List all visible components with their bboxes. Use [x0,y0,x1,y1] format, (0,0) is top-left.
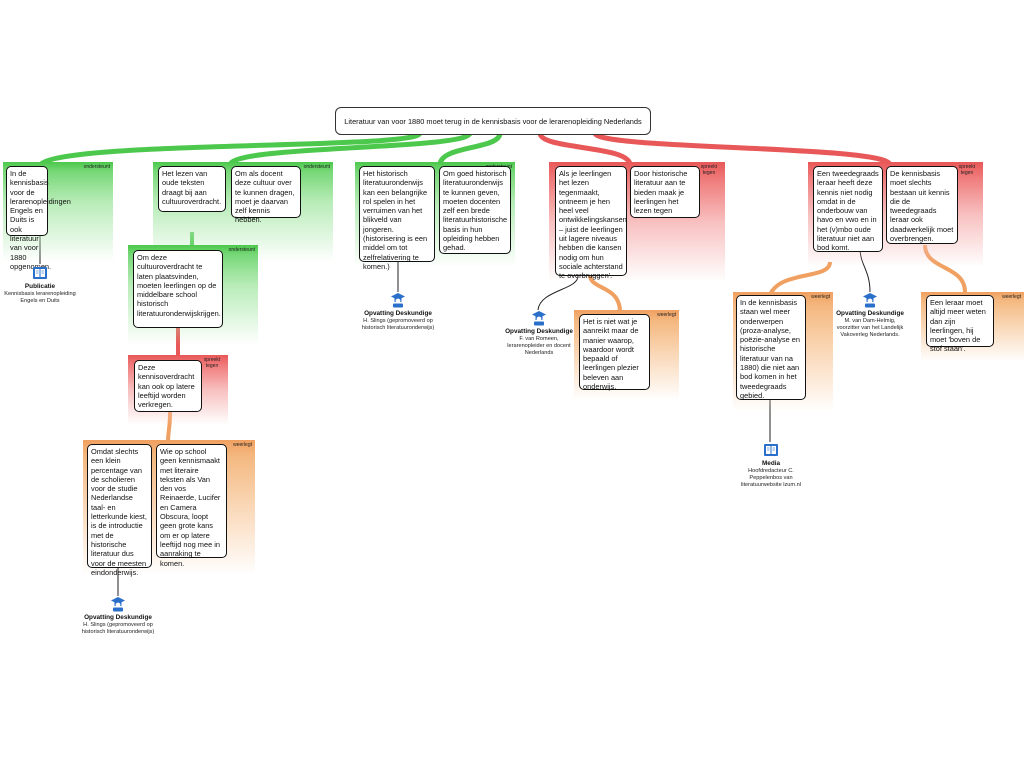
tag-rebut: weerlegt [1002,294,1021,300]
graduate-icon [111,597,125,612]
book-icon [33,267,47,279]
attachment-source: H. Slings (gepromoveerd op historisch li… [81,622,155,635]
connector-root-group3 [437,132,503,166]
tag-oppose: spreekt tegen [203,357,221,369]
tag-support: ondersteunt [228,247,255,253]
node-n1[interactable]: In de kennisbasis voor de lerarenopleidi… [6,166,71,271]
attachment-a3[interactable]: Opvatting Deskundige H. Slings (gepromov… [80,596,156,636]
attachment-source: Hoofdredacteur C. Peppelenbos van litera… [740,468,801,488]
attachment-source: Kennisbasis lerarenopleiding Engels en D… [4,291,76,304]
attachment-title: Opvatting Deskundige [364,310,432,317]
attachment-title: Publicatie [24,283,56,290]
tag-oppose: spreekt tegen [958,164,976,176]
attachment-a2[interactable]: Opvatting Deskundige H. Slings (gepromov… [360,292,436,332]
tag-rebut: weerlegt [657,312,676,318]
attachment-a4[interactable]: Opvatting Deskundige F. van Romeen, lera… [504,310,574,357]
attachment-source: F. van Romeen, lerarenopleider en docent… [507,336,571,356]
node-n11[interactable]: Door historische literatuur aan te biede… [630,166,700,218]
connector-root-group2 [227,130,473,167]
connector-root-group1 [38,130,423,168]
attachment-title: Media [761,460,781,467]
graduate-icon [532,311,546,326]
attachment-a5[interactable]: Opvatting Deskundige M. van Dam-Helmig, … [834,292,906,339]
root-claim-text: Literatuur van voor 1880 moet terug in d… [344,116,642,126]
node-n2[interactable]: Het lezen van oude teksten draagt bij aa… [158,166,226,212]
node-n6[interactable]: Omdat slechts een klein percentage van d… [87,444,152,577]
tag-rebut: weerlegt [811,294,830,300]
connector-root-group4 [537,131,633,166]
node-n8[interactable]: Het historisch literatuuronderwijs kan e… [359,166,435,271]
node-n14[interactable]: De kennisbasis moet slechts bestaan uit … [886,166,958,244]
attachment-a6[interactable]: Media Hoofdredacteur C. Peppelenbos van … [740,442,802,489]
node-n12[interactable]: Het is niet wat je aanreikt maar de mani… [579,314,650,391]
node-n13[interactable]: Een tweedegraads leraar heeft deze kenni… [813,166,883,252]
node-n3[interactable]: Om als docent deze cultuur over te kunne… [231,166,301,224]
attachment-title: Opvatting Deskundige [84,614,152,621]
attachment-source: M. van Dam-Helmig, voorzitter van het La… [836,318,904,338]
node-n5[interactable]: Deze kennisoverdracht kan ook op latere … [134,360,202,412]
graduate-icon [863,293,877,308]
tag-support: ondersteunt [303,164,330,170]
tag-support: ondersteunt [83,164,110,170]
attachment-source: H. Slings (gepromoveerd op historisch li… [361,318,435,331]
attachment-title: Opvatting Deskundige [505,328,573,335]
attachment-title: Opvatting Deskundige [836,310,904,317]
node-n10[interactable]: Als je leerlingen het lezen tegenmaakt, … [555,166,627,280]
tag-oppose: spreekt tegen [700,164,718,176]
book-icon [764,444,778,456]
tag-rebut: weerlegt [233,442,252,448]
attachment-a1[interactable]: Publicatie Kennisbasis lerarenopleiding … [4,265,76,305]
graduate-icon [391,293,405,308]
node-n4[interactable]: Om deze cultuuroverdracht te laten plaat… [133,250,223,328]
node-n7[interactable]: Wie op school geen kennismaakt met liter… [156,444,227,568]
node-n9[interactable]: Om goed historisch literatuuronderwijs t… [439,166,511,254]
node-n15[interactable]: In de kennisbasis staan wel meer onderwe… [736,295,806,400]
root-claim[interactable]: Literatuur van voor 1880 moet terug in d… [335,107,651,135]
connector-root-group5 [592,130,893,168]
node-n16[interactable]: Een leraar moet altijd meer weten dan zi… [926,295,994,353]
